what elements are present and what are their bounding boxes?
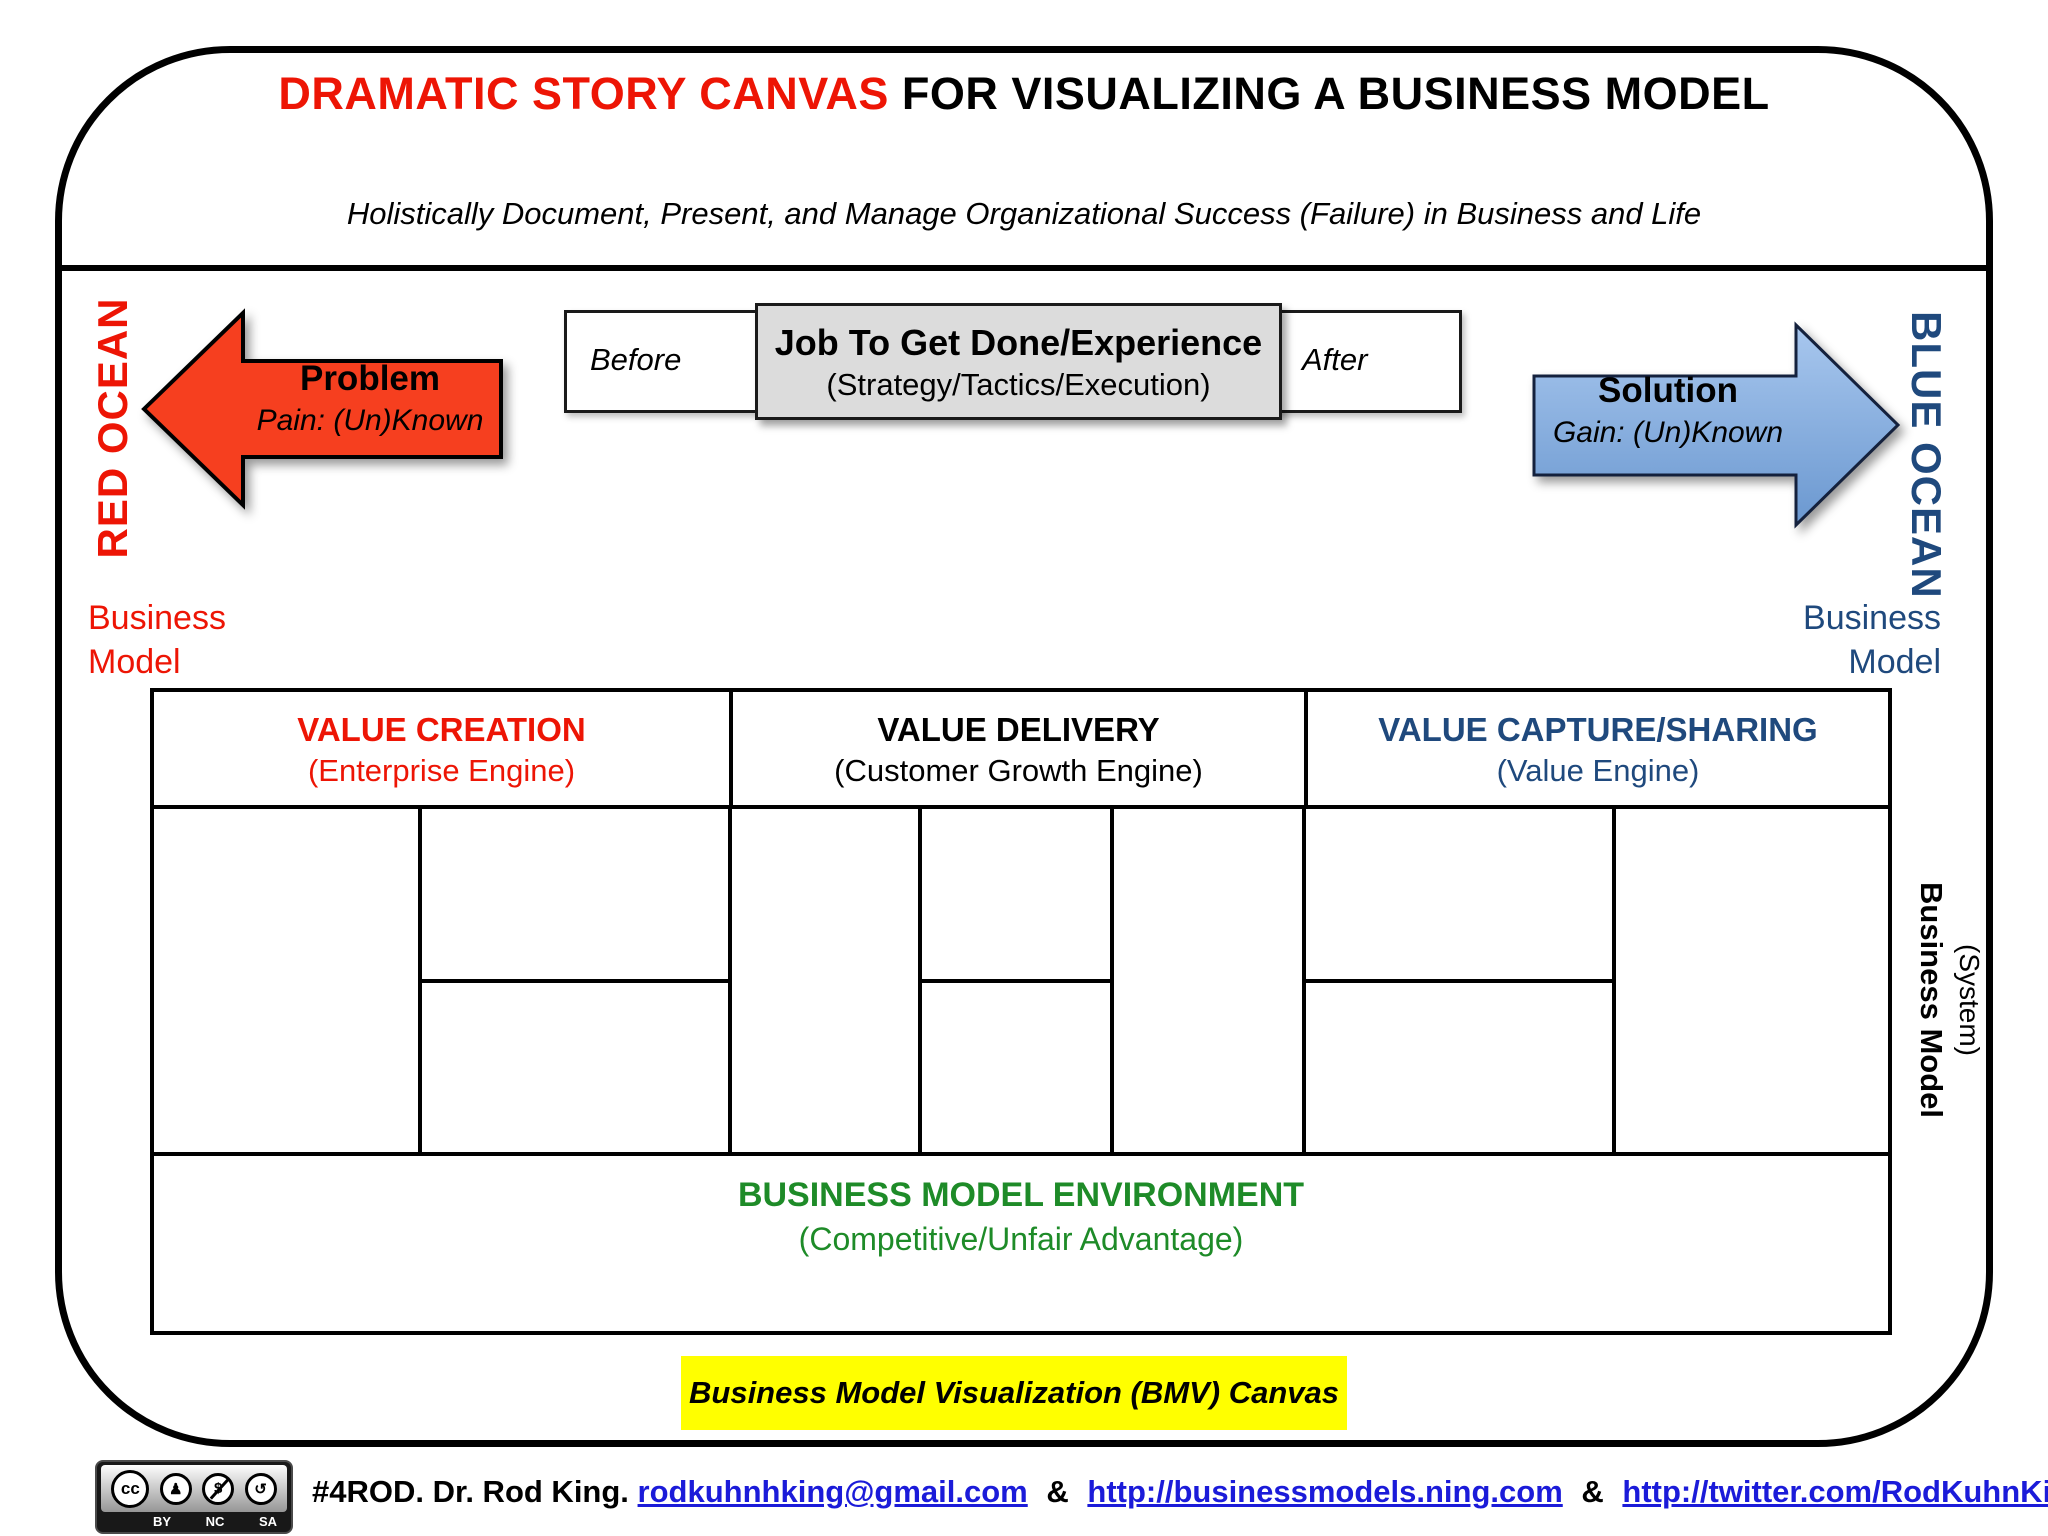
- blue-business-model-label: Business Model: [1803, 599, 1941, 681]
- cell-capture-right: [1616, 809, 1888, 1152]
- before-label: Before: [590, 342, 682, 377]
- footer-credit-line: #4ROD. Dr. Rod King. rodkuhnhking@gmail.…: [312, 1474, 2048, 1510]
- header-value-capture-title: VALUE CAPTURE/SHARING: [1378, 710, 1818, 748]
- page-title-accent: DRAMATIC STORY CANVAS: [278, 68, 889, 119]
- job-subtitle: (Strategy/Tactics/Execution): [826, 366, 1211, 402]
- header-value-capture: VALUE CAPTURE/SHARING (Value Engine): [1308, 692, 1888, 805]
- cell-delivery-middle: [922, 809, 1114, 1152]
- cell-delivery-middle-top: [922, 809, 1110, 983]
- environment-title: BUSINESS MODEL ENVIRONMENT: [737, 1176, 1305, 1214]
- header-value-creation-title: VALUE CREATION: [297, 710, 586, 748]
- job-title: Job To Get Done/Experience: [774, 321, 1263, 363]
- page-title: DRAMATIC STORY CANVAS FOR VISUALIZING A …: [0, 68, 2048, 120]
- cell-capture-left: [1306, 809, 1616, 1152]
- blue-ocean-label: BLUE OCEAN: [1903, 311, 1950, 599]
- attribution-person-icon: ♟: [159, 1472, 192, 1505]
- share-alike-arrow-icon: ↺: [244, 1472, 277, 1505]
- cell-capture-left-bottom: [1306, 983, 1612, 1152]
- cc-icon: cc: [111, 1469, 150, 1508]
- footer-author: #4ROD. Dr. Rod King.: [312, 1474, 629, 1509]
- non-commercial-no-dollar-icon-glyph: $: [214, 1480, 223, 1497]
- cell-delivery-left: [732, 809, 922, 1152]
- problem-arrow-icon: [141, 308, 503, 510]
- bmv-canvas-caption: Business Model Visualization (BMV) Canva…: [681, 1356, 1347, 1430]
- problem-title: Problem: [299, 359, 441, 398]
- environment-subtitle: (Competitive/Unfair Advantage): [798, 1221, 1244, 1257]
- rounded-border-frame: [55, 46, 1993, 1447]
- cell-delivery-right: [1114, 809, 1306, 1152]
- solution-arrow-icon: [1532, 321, 1901, 529]
- footer-ning-link[interactable]: http://businessmodels.ning.com: [1087, 1474, 1563, 1509]
- cc-license-labels: BY NC SA: [101, 1512, 287, 1529]
- header-value-capture-subtitle: (Value Engine): [1496, 752, 1700, 788]
- cell-creation-left: [154, 809, 422, 1152]
- environment-row: BUSINESS MODEL ENVIRONMENT (Competitive/…: [154, 1156, 1888, 1331]
- header-value-delivery: VALUE DELIVERY (Customer Growth Engine): [733, 692, 1308, 805]
- problem-arrow-text: Problem Pain: (Un)Known: [245, 356, 495, 440]
- title-divider-line: [58, 265, 1990, 271]
- cell-capture-left-top: [1306, 809, 1612, 983]
- header-value-creation: VALUE CREATION (Enterprise Engine): [154, 692, 733, 805]
- non-commercial-no-dollar-icon: $: [202, 1472, 235, 1505]
- canvas-header-row: VALUE CREATION (Enterprise Engine) VALUE…: [154, 692, 1888, 809]
- footer-email-link[interactable]: rodkuhnhking@gmail.com: [637, 1474, 1028, 1509]
- cc-label-by: BY: [153, 1514, 172, 1529]
- header-value-creation-subtitle: (Enterprise Engine): [307, 752, 576, 788]
- solution-arrow-text: Solution Gain: (Un)Known: [1540, 368, 1796, 452]
- business-model-label: Business Model: [1914, 882, 1949, 1118]
- red-ocean-label: RED OCEAN: [89, 297, 136, 559]
- cc-label-sa: SA: [258, 1514, 277, 1529]
- solution-title: Solution: [1598, 371, 1738, 410]
- page-subtitle: Holistically Document, Present, and Mana…: [346, 196, 1702, 231]
- cc-icon-glyph: cc: [120, 1478, 140, 1498]
- red-business-model-label: Business Model: [88, 599, 226, 681]
- cc-label-nc: NC: [205, 1514, 225, 1529]
- footer-amp-2: &: [1581, 1474, 1604, 1509]
- footer-twitter-link[interactable]: http://twitter.com/RodKuhnKing: [1622, 1474, 2048, 1509]
- attribution-person-icon-glyph: ♟: [169, 1480, 183, 1498]
- cc-license-icons: cc ♟ $ ↺: [101, 1465, 287, 1512]
- after-label: After: [1302, 342, 1368, 377]
- cc-license-badge: cc ♟ $ ↺ BY NC SA: [95, 1460, 293, 1534]
- cell-creation-right: [422, 809, 732, 1152]
- share-alike-arrow-icon-glyph: ↺: [254, 1480, 267, 1498]
- cell-delivery-middle-bottom: [922, 983, 1110, 1152]
- footer-amp-1: &: [1046, 1474, 1069, 1509]
- cell-creation-right-bottom: [422, 983, 728, 1152]
- cell-creation-right-top: [422, 809, 728, 983]
- header-value-delivery-subtitle: (Customer Growth Engine): [834, 752, 1203, 788]
- system-label: (System): [1954, 944, 1985, 1056]
- business-model-system-label: (System) Business Model: [1907, 835, 1987, 1165]
- problem-subtitle: Pain: (Un)Known: [256, 404, 484, 437]
- canvas-table: VALUE CREATION (Enterprise Engine) VALUE…: [150, 688, 1892, 1335]
- page-title-rest: FOR VISUALIZING A BUSINESS MODEL: [888, 68, 1770, 119]
- solution-subtitle: Gain: (Un)Known: [1552, 416, 1784, 449]
- header-value-delivery-title: VALUE DELIVERY: [877, 710, 1160, 748]
- job-to-get-done-box: Job To Get Done/Experience (Strategy/Tac…: [755, 303, 1282, 420]
- canvas-body-row: [154, 809, 1888, 1156]
